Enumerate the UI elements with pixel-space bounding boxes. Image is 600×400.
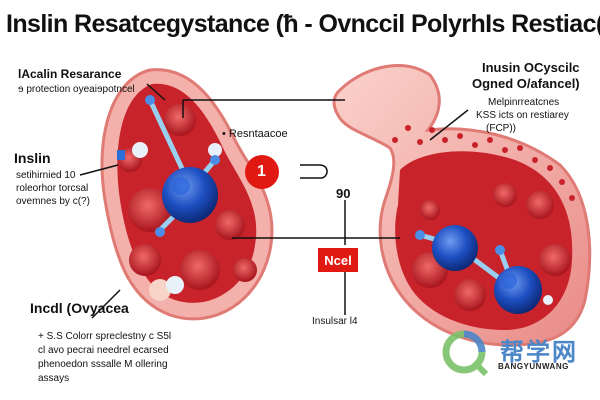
- insulin-label-line: setihirnied 10: [16, 170, 76, 181]
- insulin-label-title: Inslin: [14, 150, 51, 166]
- insulin-label-line: roleorhor torcsal: [16, 183, 89, 194]
- right-label-line: (FCP)): [486, 123, 516, 134]
- red-circle-marker: [245, 155, 279, 189]
- right-label-title-line2: Ogned O/afancel): [472, 76, 580, 91]
- center-small-label: • Resntaacoe: [222, 128, 288, 140]
- bottom-left-label-line: phenoedon sssalle M ollering: [38, 359, 168, 370]
- right-label-title-line1: Inusin OCyscilc: [482, 60, 580, 75]
- right-label-line: Melpinrreatcnes: [488, 97, 560, 108]
- right-label-line: KSS icts on restiarey: [476, 110, 569, 121]
- bottom-left-label-line: assays: [38, 373, 70, 384]
- bottom-left-label-line: + S.S Colorr spreclestny c S5l: [38, 331, 172, 342]
- watermark-subtext: BANGYUNWANG: [498, 362, 569, 371]
- watermark-text: 帮学网: [500, 338, 578, 366]
- center-bottom-label: Insulsar l4: [312, 316, 358, 327]
- number-label: 90: [336, 186, 351, 201]
- watermark-logo-icon: [442, 330, 489, 376]
- red-circle-number: 1: [257, 163, 266, 180]
- bottom-left-label-line: cl avo pecrai needrel ecarsed: [38, 345, 169, 356]
- red-badge: Ncel: [318, 248, 358, 272]
- right-tissue-organ: [332, 64, 592, 347]
- left-tissue-organ: [100, 68, 274, 321]
- diagram-title: Inslin Resatcegystance (ħ - Ovnccil Poly…: [6, 10, 600, 38]
- left-label-title: lAcalin Resarance: [18, 67, 122, 81]
- bottom-left-label-title: Incdl (Ovyacea: [30, 300, 129, 316]
- left-label-subtitle: ɘ protection oyeaiɘpotncel: [18, 84, 135, 95]
- connector-lines: [79, 83, 469, 319]
- insulin-label-line: ovemnes by c(?): [16, 196, 90, 207]
